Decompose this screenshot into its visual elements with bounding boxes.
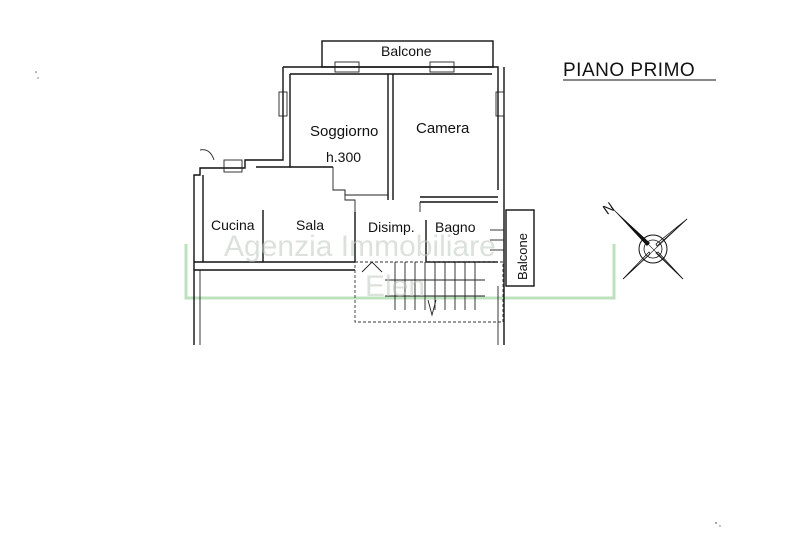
watermark-text: Agenzia Immobiliare xyxy=(224,230,496,263)
balcone-top-label: Balcone xyxy=(381,43,432,59)
watermark-text-2: Elen xyxy=(365,270,425,303)
balcone-side-label: Balcone xyxy=(515,233,530,280)
soggiorno-label: Soggiorno xyxy=(310,123,378,140)
scan-specks xyxy=(35,71,721,527)
windows xyxy=(199,61,505,173)
staircase xyxy=(354,261,504,323)
disimp-label: Disimp. xyxy=(368,219,415,235)
soggiorno-height-label: h.300 xyxy=(326,149,361,165)
sala-label: Sala xyxy=(296,217,324,233)
watermark-frame xyxy=(184,244,616,300)
bagno-label: Bagno xyxy=(435,219,476,235)
camera-label: Camera xyxy=(416,120,470,137)
outer-walls xyxy=(193,40,535,345)
cucina-label: Cucina xyxy=(211,217,255,233)
page-title: PIANO PRIMO xyxy=(563,60,695,81)
compass-rose-icon xyxy=(610,206,688,280)
north-label: N xyxy=(600,199,617,218)
lower-area xyxy=(199,270,499,345)
